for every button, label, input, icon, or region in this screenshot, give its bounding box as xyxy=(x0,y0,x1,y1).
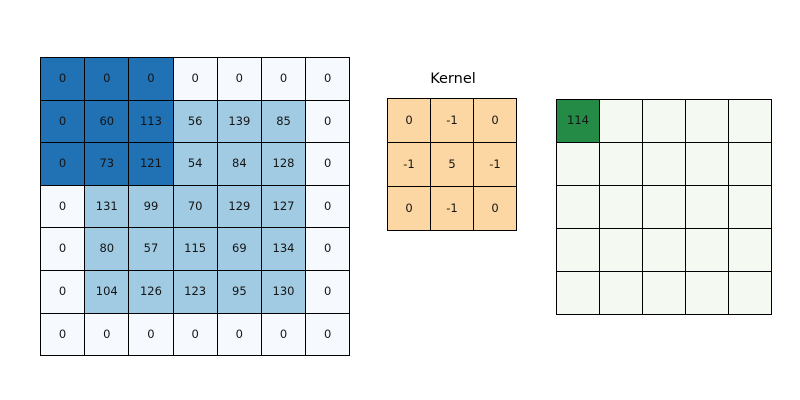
input-cell: 85 xyxy=(261,100,306,143)
input-cell: 0 xyxy=(173,313,217,356)
input-cell: 0 xyxy=(306,100,350,143)
output-cell xyxy=(729,100,771,142)
input-cell: 0 xyxy=(129,58,173,100)
input-cell: 130 xyxy=(261,270,306,313)
output-cell xyxy=(600,143,642,185)
output-grid: 114 xyxy=(556,99,772,315)
kernel-cell: 5 xyxy=(431,143,473,186)
input-cell: 73 xyxy=(85,143,129,185)
output-cell xyxy=(600,186,642,228)
input-cell: 123 xyxy=(173,270,217,313)
output-cell xyxy=(557,143,599,185)
kernel-cell: -1 xyxy=(474,143,516,186)
input-cell: 0 xyxy=(41,100,85,143)
output-cell xyxy=(686,186,728,228)
input-cell: 84 xyxy=(217,143,261,185)
output-cell xyxy=(600,272,642,314)
input-cell: 0 xyxy=(306,313,350,356)
output-cell xyxy=(557,272,599,314)
input-cell: 129 xyxy=(217,185,261,228)
input-cell: 54 xyxy=(173,143,217,185)
input-cell: 70 xyxy=(173,185,217,228)
kernel-cell: -1 xyxy=(431,99,473,142)
input-cell: 60 xyxy=(85,100,129,143)
input-cell: 115 xyxy=(173,228,217,270)
output-cell xyxy=(686,229,728,271)
input-cell: 131 xyxy=(85,185,129,228)
input-cell: 0 xyxy=(306,143,350,185)
input-cell: 80 xyxy=(85,228,129,270)
input-cell: 127 xyxy=(261,185,306,228)
output-cell xyxy=(600,229,642,271)
input-cell: 0 xyxy=(261,58,306,100)
input-cell: 0 xyxy=(261,313,306,356)
input-cell: 134 xyxy=(261,228,306,270)
kernel-cell: -1 xyxy=(431,187,473,230)
input-cell: 0 xyxy=(306,270,350,313)
input-cell: 0 xyxy=(85,313,129,356)
input-cell: 0 xyxy=(41,228,85,270)
output-cell xyxy=(729,186,771,228)
input-cell: 139 xyxy=(217,100,261,143)
output-cell xyxy=(643,272,685,314)
kernel-title: Kernel xyxy=(430,71,476,87)
input-cell: 104 xyxy=(85,270,129,313)
input-cell: 126 xyxy=(129,270,173,313)
input-cell: 0 xyxy=(306,185,350,228)
input-cell: 0 xyxy=(41,58,85,100)
output-cell: 114 xyxy=(557,100,599,142)
kernel-cell: 0 xyxy=(474,187,516,230)
output-cell xyxy=(686,143,728,185)
kernel-cell: 0 xyxy=(388,99,430,142)
output-cell xyxy=(686,100,728,142)
output-cell xyxy=(643,186,685,228)
input-cell: 121 xyxy=(129,143,173,185)
output-cell xyxy=(729,229,771,271)
input-cell: 113 xyxy=(129,100,173,143)
output-cell xyxy=(600,100,642,142)
kernel-cell: 0 xyxy=(474,99,516,142)
input-cell: 0 xyxy=(41,270,85,313)
output-cell xyxy=(729,272,771,314)
input-cell: 0 xyxy=(41,143,85,185)
input-cell: 57 xyxy=(129,228,173,270)
input-cell: 0 xyxy=(306,58,350,100)
input-cell: 99 xyxy=(129,185,173,228)
input-cell: 0 xyxy=(41,185,85,228)
input-cell: 0 xyxy=(129,313,173,356)
input-cell: 0 xyxy=(306,228,350,270)
input-cell: 95 xyxy=(217,270,261,313)
output-cell xyxy=(729,143,771,185)
input-cell: 0 xyxy=(41,313,85,356)
input-cell: 0 xyxy=(217,58,261,100)
output-cell xyxy=(643,229,685,271)
output-cell xyxy=(643,143,685,185)
output-cell xyxy=(557,229,599,271)
input-cell: 128 xyxy=(261,143,306,185)
kernel-cell: -1 xyxy=(388,143,430,186)
kernel-cell: 0 xyxy=(388,187,430,230)
input-cell: 0 xyxy=(217,313,261,356)
input-cell: 69 xyxy=(217,228,261,270)
input-cell: 0 xyxy=(85,58,129,100)
input-cell: 0 xyxy=(173,58,217,100)
output-cell xyxy=(643,100,685,142)
input-cell: 56 xyxy=(173,100,217,143)
output-cell xyxy=(557,186,599,228)
output-cell xyxy=(686,272,728,314)
